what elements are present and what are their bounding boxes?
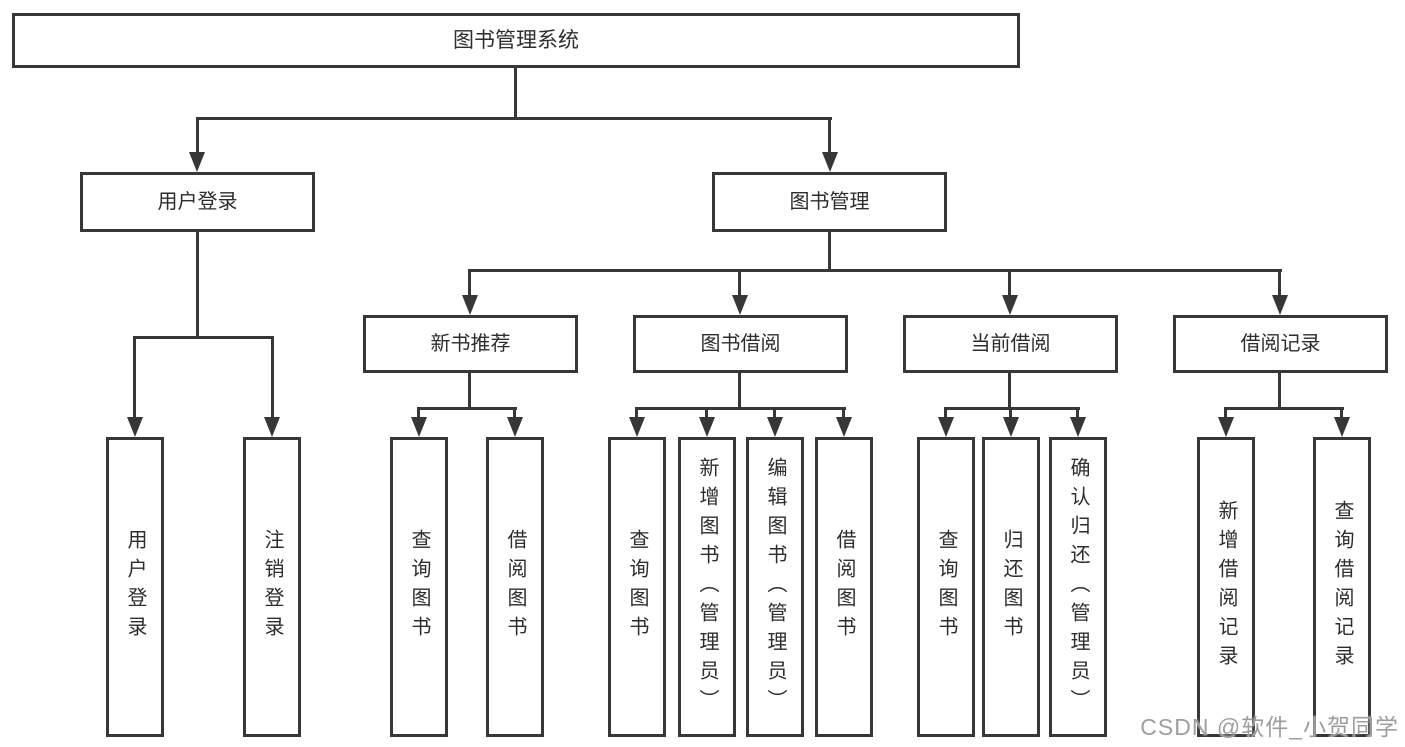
leaf-query-books-borrowing: 查询图书 — [608, 437, 666, 737]
leaf-edit-book-admin: 编辑图书（管理员） — [746, 437, 804, 737]
leaf-query-books-current-label: 查询图书 — [935, 529, 957, 645]
connector-line — [842, 407, 845, 419]
connector-line — [1224, 407, 1344, 410]
arrow-down-icon — [1002, 295, 1018, 315]
connector-line — [196, 232, 199, 337]
leaf-add-borrow-record: 新增借阅记录 — [1197, 437, 1255, 737]
connector-line — [417, 407, 420, 419]
arrow-down-icon — [732, 295, 748, 315]
leaf-logout-login-label: 注销登录 — [261, 529, 283, 645]
arrow-down-icon — [1334, 417, 1350, 437]
connector-line — [773, 407, 776, 419]
connector-line — [468, 269, 1282, 272]
arrow-down-icon — [507, 417, 523, 437]
arrow-down-icon — [264, 417, 280, 437]
connector-line — [1340, 407, 1343, 419]
arrow-down-icon — [127, 417, 143, 437]
connector-line — [196, 117, 199, 154]
node-borrowing-records: 借阅记录 — [1173, 315, 1388, 373]
leaf-user-login-label: 用户登录 — [124, 529, 146, 645]
leaf-add-borrow-record-label: 新增借阅记录 — [1215, 500, 1237, 674]
arrow-down-icon — [1272, 295, 1288, 315]
arrow-down-icon — [822, 152, 838, 172]
connector-line — [133, 336, 274, 339]
leaf-query-books-current: 查询图书 — [917, 437, 975, 737]
leaf-query-borrow-record: 查询借阅记录 — [1313, 437, 1371, 737]
node-book-borrowing: 图书借阅 — [633, 315, 848, 373]
leaf-return-book-label: 归还图书 — [1000, 529, 1022, 645]
arrow-down-icon — [699, 417, 715, 437]
watermark-text: CSDN @软件_小贺同学 — [1140, 714, 1399, 740]
connector-line — [271, 336, 274, 418]
connector-line — [635, 407, 638, 419]
arrow-down-icon — [189, 152, 205, 172]
leaf-confirm-return-admin: 确认归还（管理员） — [1049, 437, 1107, 737]
connector-line — [738, 373, 741, 409]
arrow-down-icon — [1003, 417, 1019, 437]
connector-line — [828, 232, 831, 270]
node-book-borrowing-label: 图书借阅 — [700, 333, 781, 355]
arrow-down-icon — [1218, 417, 1234, 437]
connector-line — [944, 407, 1080, 410]
connector-line — [828, 117, 831, 154]
node-current-borrowing: 当前借阅 — [903, 315, 1118, 373]
leaf-query-borrow-record-label: 查询借阅记录 — [1331, 500, 1353, 674]
connector-line — [196, 117, 832, 120]
leaf-user-login: 用户登录 — [106, 437, 164, 737]
leaf-logout-login: 注销登录 — [243, 437, 301, 737]
arrow-down-icon — [1070, 417, 1086, 437]
connector-line — [133, 336, 136, 418]
leaf-confirm-return-admin-label: 确认归还（管理员） — [1067, 456, 1089, 718]
node-book-management-label: 图书管理 — [789, 191, 870, 213]
arrow-down-icon — [938, 417, 954, 437]
arrow-down-icon — [462, 295, 478, 315]
connector-line — [468, 269, 471, 297]
arrow-down-icon — [767, 417, 783, 437]
leaf-query-books-recommend: 查询图书 — [390, 437, 448, 737]
connector-line — [1008, 269, 1011, 297]
connector-line — [417, 407, 517, 410]
node-borrowing-records-label: 借阅记录 — [1240, 333, 1321, 355]
node-book-management: 图书管理 — [712, 172, 947, 232]
leaf-borrow-books-borrowing-label: 借阅图书 — [833, 529, 855, 645]
arrow-down-icon — [836, 417, 852, 437]
connector-line — [1278, 269, 1281, 297]
connector-line — [1076, 407, 1079, 419]
leaf-borrow-books-borrowing: 借阅图书 — [815, 437, 873, 737]
connector-line — [705, 407, 708, 419]
connector-line — [944, 407, 947, 419]
connector-line — [1009, 407, 1012, 419]
connector-line — [513, 407, 516, 419]
node-root-label: 图书管理系统 — [453, 29, 579, 52]
connector-line — [738, 269, 741, 297]
connector-line — [635, 407, 846, 410]
node-user-login-label: 用户登录 — [157, 191, 238, 213]
leaf-add-book-admin: 新增图书（管理员） — [678, 437, 736, 737]
leaf-borrow-books-recommend: 借阅图书 — [486, 437, 544, 737]
leaf-query-books-borrowing-label: 查询图书 — [626, 529, 648, 645]
leaf-edit-book-admin-label: 编辑图书（管理员） — [764, 456, 786, 718]
leaf-borrow-books-recommend-label: 借阅图书 — [504, 529, 526, 645]
arrow-down-icon — [629, 417, 645, 437]
node-current-borrowing-label: 当前借阅 — [970, 333, 1051, 355]
node-new-book-recommendation: 新书推荐 — [363, 315, 578, 373]
connector-line — [1224, 407, 1227, 419]
leaf-query-books-recommend-label: 查询图书 — [408, 529, 430, 645]
connector-line — [1278, 373, 1281, 409]
arrow-down-icon — [411, 417, 427, 437]
leaf-return-book: 归还图书 — [982, 437, 1040, 737]
node-user-login: 用户登录 — [80, 172, 315, 232]
connector-line — [468, 373, 471, 409]
node-new-book-recommendation-label: 新书推荐 — [430, 333, 511, 355]
connector-line — [514, 68, 517, 118]
leaf-add-book-admin-label: 新增图书（管理员） — [696, 456, 718, 718]
node-root: 图书管理系统 — [12, 13, 1020, 68]
connector-line — [1008, 373, 1011, 409]
